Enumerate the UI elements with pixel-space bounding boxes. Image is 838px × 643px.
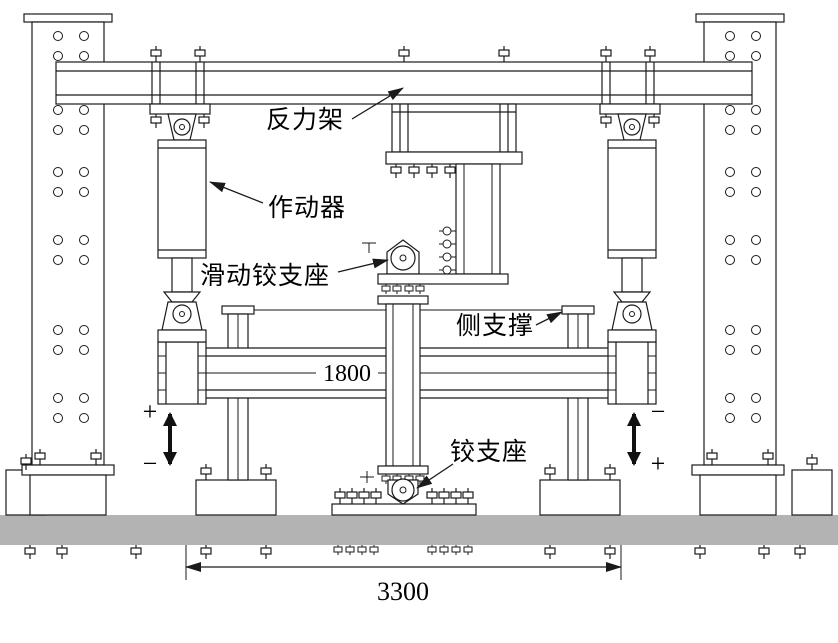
foundation-strip bbox=[0, 515, 838, 545]
right-bottom-sign: + bbox=[651, 449, 666, 478]
reaction-beam bbox=[55, 45, 753, 105]
left-load-direction-arrow: + − bbox=[143, 397, 177, 478]
label-reaction-frame: 反力架 bbox=[266, 106, 344, 134]
right-load-direction-arrow: − + bbox=[627, 397, 666, 478]
right-top-sign: − bbox=[651, 397, 666, 426]
center-loading-bracket bbox=[385, 103, 523, 275]
right-actuator bbox=[599, 103, 661, 343]
leader-arrow bbox=[209, 181, 264, 204]
column-specimen bbox=[385, 303, 421, 467]
foundation-anchor-bolts bbox=[24, 544, 806, 560]
label-sliding-hinge: 滑动铰支座 bbox=[200, 262, 330, 290]
dimension-base-span: 3300 bbox=[185, 545, 622, 606]
hinge-support bbox=[331, 465, 477, 516]
leader-arrow bbox=[535, 311, 563, 326]
leader-arrow bbox=[337, 258, 389, 273]
dimension-1800-label: 1800 bbox=[323, 361, 371, 387]
callout-actuator: 作动器 bbox=[209, 181, 346, 222]
callout-sliding-hinge: 滑动铰支座 bbox=[200, 258, 389, 290]
left-top-sign: + bbox=[143, 397, 158, 426]
callout-reaction-frame: 反力架 bbox=[266, 87, 404, 134]
leader-arrow bbox=[351, 87, 404, 120]
sliding-hinge-support bbox=[362, 239, 509, 305]
dimension-3300-label: 3300 bbox=[377, 577, 429, 606]
anchor-pedestals bbox=[5, 448, 833, 516]
label-hinge: 铰支座 bbox=[450, 438, 528, 466]
leader-arrow bbox=[416, 463, 454, 489]
left-actuator bbox=[149, 103, 211, 343]
label-lateral-support: 侧支撑 bbox=[456, 312, 534, 340]
callout-lateral-support: 侧支撑 bbox=[456, 311, 563, 340]
label-actuator: 作动器 bbox=[268, 194, 346, 222]
left-bottom-sign: − bbox=[143, 449, 158, 478]
callout-hinge: 铰支座 bbox=[416, 438, 528, 489]
